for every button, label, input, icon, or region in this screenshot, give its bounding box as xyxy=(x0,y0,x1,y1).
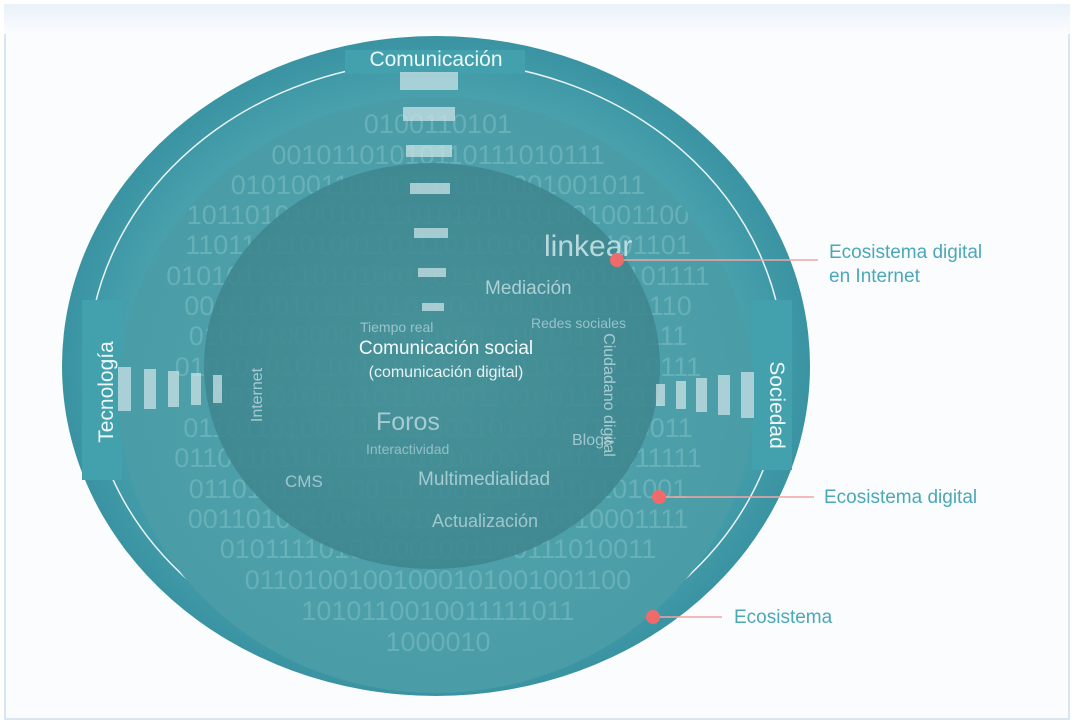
frame-top-band xyxy=(4,4,1070,34)
deco-bar xyxy=(410,183,450,194)
center-subtitle: (comunicación digital) xyxy=(369,364,524,381)
callout-label-internet: Ecosistema digital en Internet xyxy=(829,242,983,287)
deco-bar xyxy=(696,378,707,412)
term-actualizacion: Actualización xyxy=(432,511,538,531)
term-blogs: Blogs xyxy=(572,432,612,449)
term-foros: Foros xyxy=(376,408,440,436)
deco-bar xyxy=(422,303,444,311)
left-bar-stack xyxy=(118,367,222,411)
binary-row: 1000010 xyxy=(385,627,490,657)
callout-marker xyxy=(646,610,660,624)
callout-lines xyxy=(610,253,818,624)
callout-marker xyxy=(652,490,666,504)
deco-bar xyxy=(418,268,446,277)
center-title: Comunicación social xyxy=(359,338,533,359)
right-bar-stack xyxy=(656,372,754,418)
deco-bar xyxy=(213,375,222,403)
deco-bar xyxy=(406,145,452,157)
term-cms: CMS xyxy=(285,472,323,491)
binary-row: 1010110010011111011 xyxy=(301,596,574,626)
term-interactividad: Interactividad xyxy=(366,441,449,457)
callout-marker xyxy=(610,253,624,267)
deco-bar xyxy=(656,384,665,406)
inner-terms: linkear Mediación Redes sociales Tiempo … xyxy=(249,230,632,531)
ring-label-right: Sociedad xyxy=(765,361,788,449)
deco-bar xyxy=(144,369,156,409)
ring-label-top: Comunicación xyxy=(369,48,502,71)
callout-label-digital: Ecosistema digital xyxy=(824,487,978,508)
deco-bar xyxy=(168,371,179,407)
ring-label-left: Tecnología xyxy=(95,341,118,443)
deco-bar xyxy=(414,228,448,238)
deco-bar xyxy=(741,372,754,418)
deco-bar xyxy=(191,373,201,405)
term-tiempo-real: Tiempo real xyxy=(360,319,433,335)
callout-label-ecosistema: Ecosistema xyxy=(734,607,833,628)
term-internet: Internet xyxy=(249,367,266,422)
term-ciudadano-digital: Ciudadano digital xyxy=(600,333,617,457)
top-bar-stack xyxy=(400,72,458,311)
inner-disc xyxy=(204,163,660,569)
term-multimedialidad: Multimedialidad xyxy=(418,469,550,490)
deco-bar xyxy=(676,381,686,409)
deco-bar xyxy=(400,72,458,90)
ring-gap-top xyxy=(345,50,525,74)
deco-bar xyxy=(403,107,455,121)
deco-bar xyxy=(718,375,730,415)
binary-row: 01101001001000101001001100 xyxy=(245,565,631,595)
term-redes-sociales: Redes sociales xyxy=(531,315,626,331)
deco-bar xyxy=(118,367,131,411)
ring-gap-left xyxy=(82,300,122,480)
ring-gap-right xyxy=(752,300,792,470)
term-mediacion: Mediación xyxy=(485,278,572,299)
